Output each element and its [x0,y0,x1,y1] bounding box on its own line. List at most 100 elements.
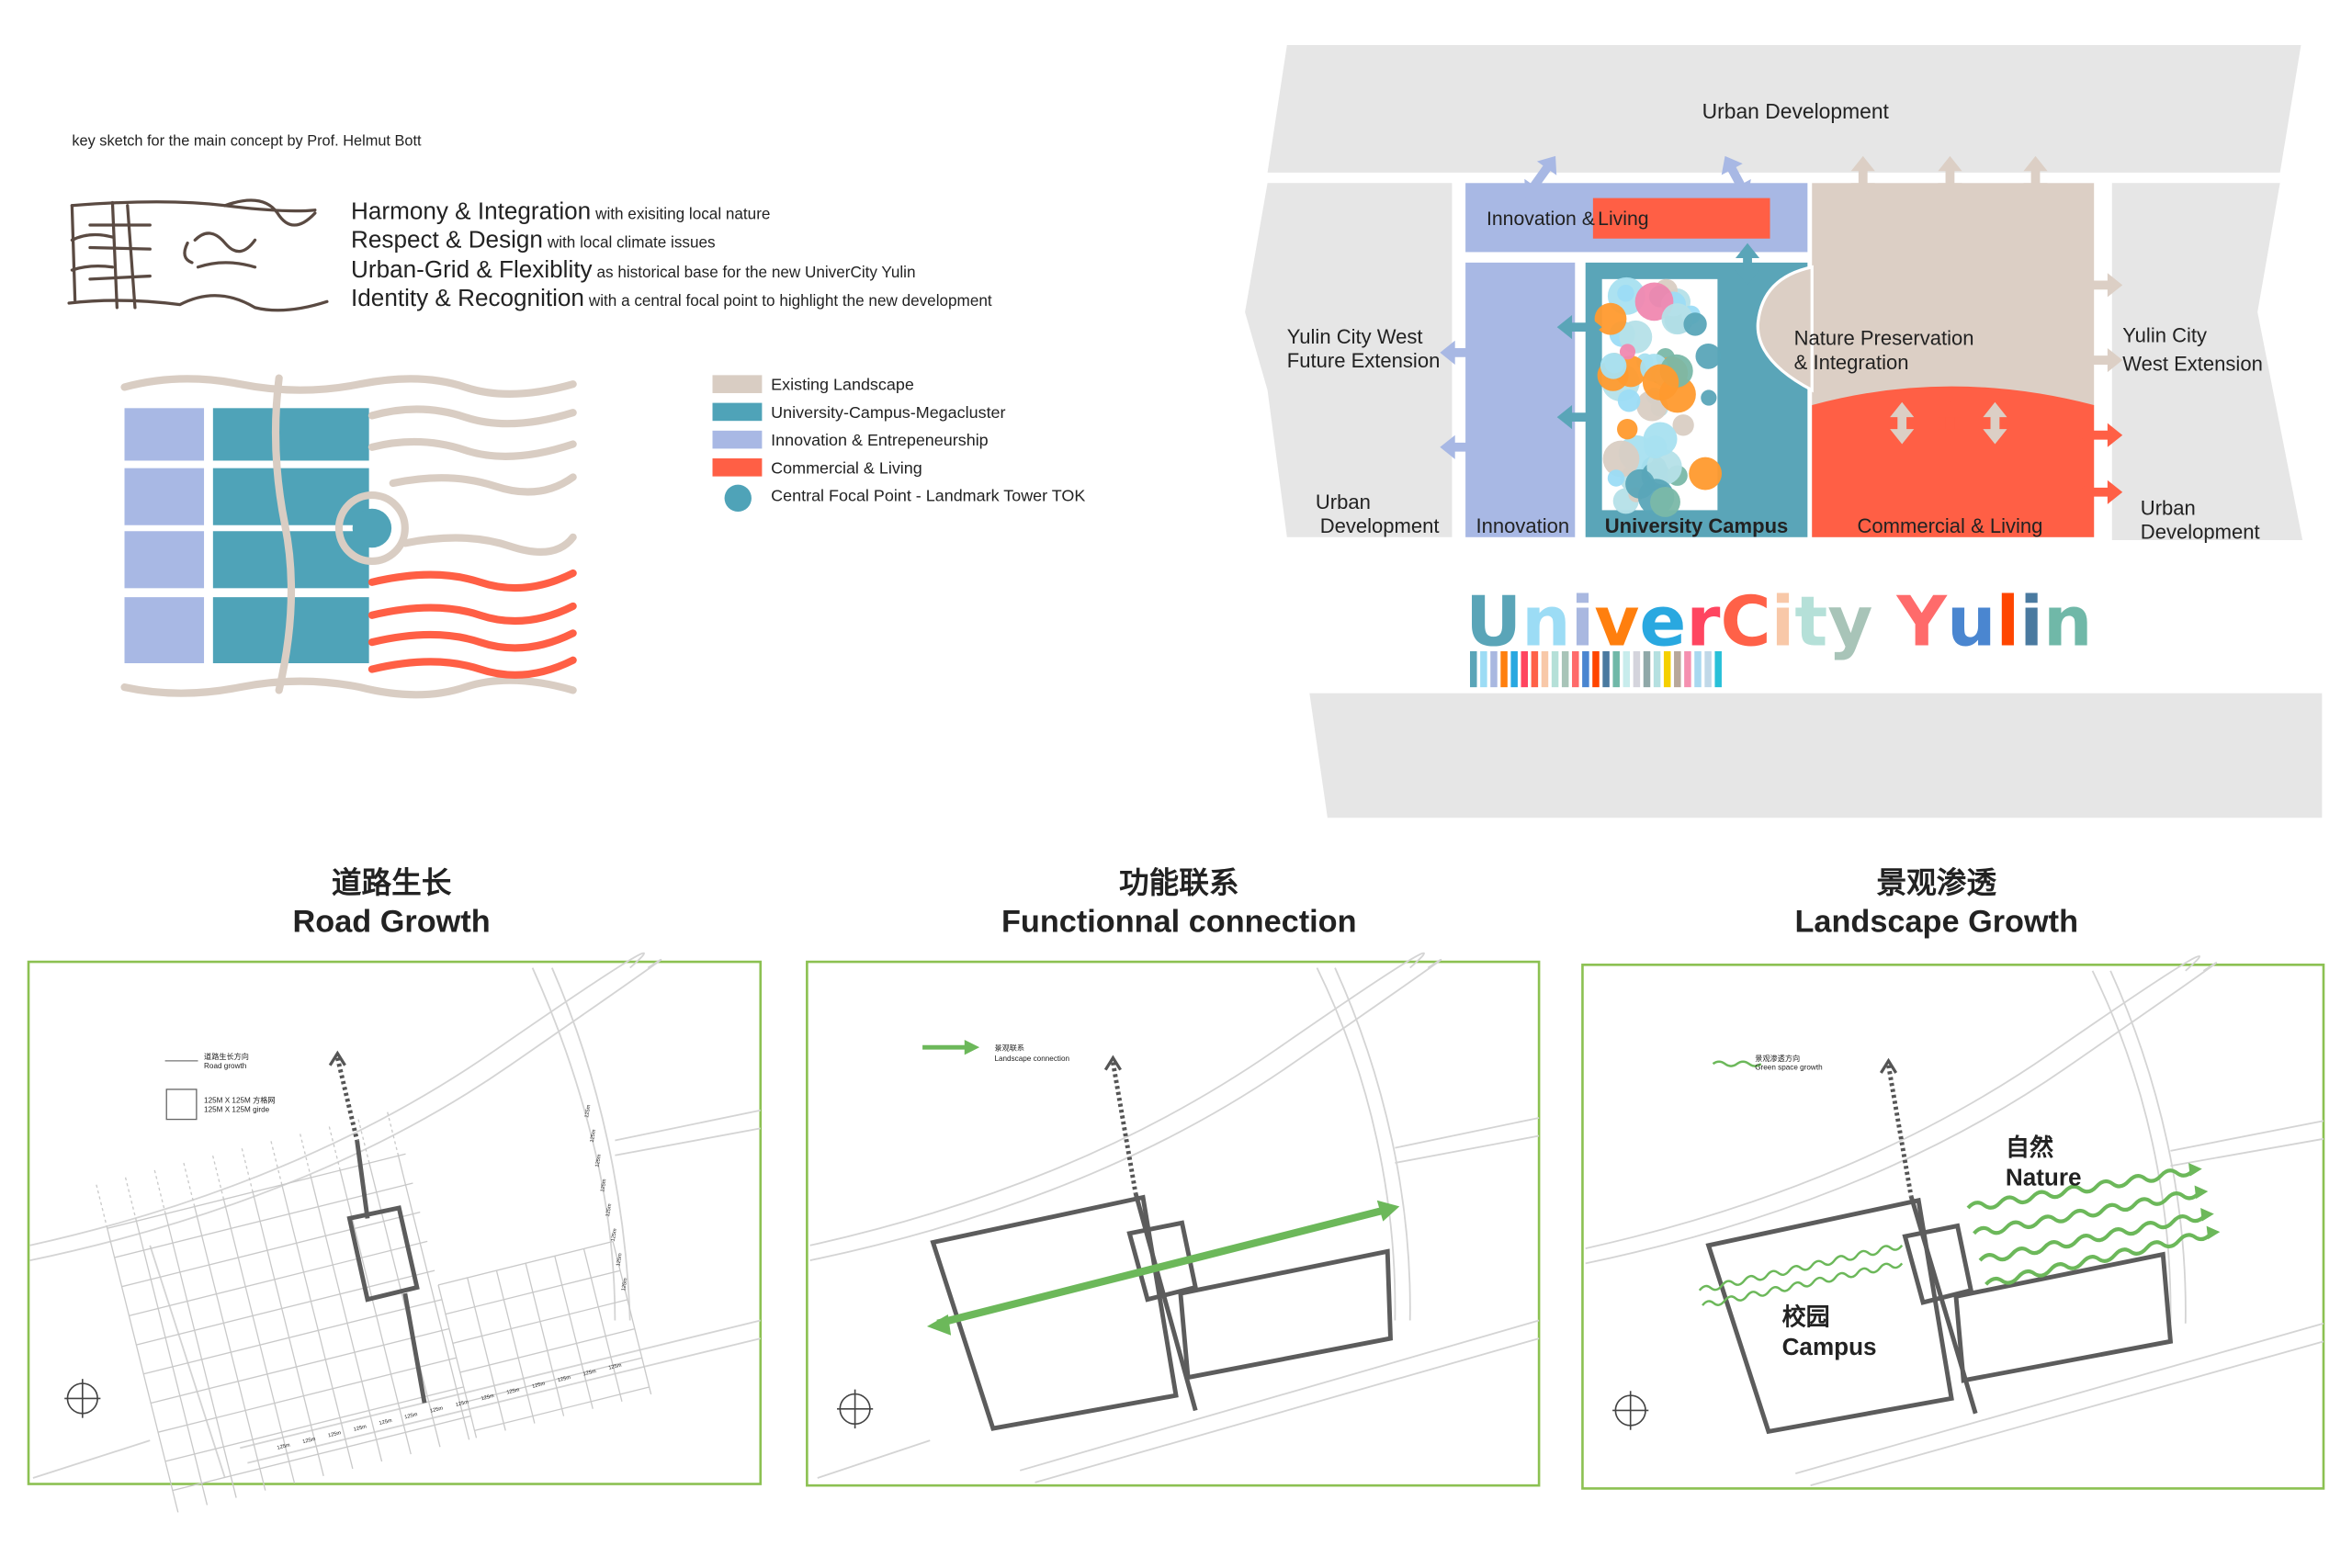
scale-label: 125m [608,1362,623,1371]
legend-item: Existing Landscape [712,375,914,394]
label-nature-1: Nature Preservation [1794,327,1974,350]
bubble [1619,344,1636,360]
double-arrow-icon [1735,243,1760,286]
legend-swatch [712,402,763,422]
hand-sketch-drawing [67,198,329,312]
barcode-bar [1572,650,1579,688]
grid-line [310,1177,383,1462]
axis-arrow-dotted [1111,1062,1138,1194]
legend-cn: 景观渗透方向 [1755,1054,1800,1063]
barcode-bar [1521,650,1529,688]
barcode-bar [1684,650,1691,688]
scale-label: 125m [594,1154,602,1168]
barcode-bar [1470,650,1477,688]
double-arrow-icon [2077,423,2123,447]
double-arrow-icon [2077,273,2123,298]
legend-label: Central Focal Point - Landmark Tower TOK [771,487,1085,505]
grid-line [172,1415,471,1492]
panel-title-en: Functionnal connection [1001,904,1357,939]
scale-label: 125m [379,1418,393,1427]
double-arrow-icon [1556,405,1602,430]
scale-label: 125m [611,1228,618,1242]
scale-label: 125m [455,1400,469,1408]
grid-line [121,1212,421,1288]
grid-line [368,1163,441,1448]
scale-label: 125m [616,1253,623,1267]
logo-letter: i [2019,581,2043,661]
legend-road-growth-en: Road growth [204,1062,246,1070]
axis-arrow-dotted [1886,1065,1914,1197]
site-roads [29,952,761,1479]
logo-letter: t [1794,581,1827,661]
bubble [1643,422,1678,457]
label-campus-cn: 校园 [1782,1303,1830,1330]
green-wave [1966,1168,2195,1210]
grid-line-dashed [211,1155,225,1200]
logo-letter: e [1639,581,1686,661]
scale-label: 125m [481,1393,495,1402]
label-urban-left-2: Development [1320,514,1440,537]
double-arrow-icon [2077,479,2123,504]
north-arrow-icon [64,1379,101,1418]
bubble [1701,389,1717,406]
legend-box-symbol [165,1089,198,1121]
grid-line [452,1299,628,1344]
double-arrow-icon [1721,155,1751,198]
scale-label: 125m [430,1405,445,1414]
panel-landscape-growth: 景观渗透 Landscape Growth 景观渗透方向 Green space… [1581,865,2325,1490]
logo-letter: v [1594,581,1639,661]
grid-line-dashed [328,1126,341,1171]
zone-commercial-living [1812,386,2095,537]
zone-urban-development-top [1267,45,2301,173]
green-wave [1984,1232,2213,1286]
label-west-future-2: Future Extension [1287,349,1441,372]
barcode-bar [1623,650,1631,688]
bubble [1602,440,1640,478]
double-arrow-icon [2023,155,2048,198]
grid-line [222,1199,296,1483]
bubble [1695,343,1722,369]
bubble [1617,389,1641,412]
scale-label: 125m [600,1179,607,1192]
scale-label: 125m [353,1424,368,1432]
grid-line [554,1256,594,1409]
legend-label: Commercial & Living [771,458,922,477]
barcode-bar [1704,650,1712,688]
scale-label: 125m [582,1369,597,1377]
scale-label: 125m [302,1437,317,1445]
legend-item: Innovation & Entrepeneurship [712,430,989,449]
grid-line [474,1386,650,1432]
label-nature-2: & Integration [1794,351,1909,374]
zone-west-future [1245,183,1453,537]
campus-bubbles [1594,276,1723,517]
grid-line-dashed [270,1141,283,1186]
zone-innovation [1465,262,1576,537]
bubble [1617,418,1638,440]
legend-wave-symbol [1712,1060,1762,1067]
label-nature-cn: 自然 [2006,1134,2053,1161]
concept-map: Urban Development Innovation &Living Yul… [1245,45,2323,818]
key-sketch-caption: key sketch for the main concept by Prof.… [72,132,422,149]
barcode-bar [1643,650,1651,688]
label-university-campus: University Campus [1605,514,1789,537]
zoning-diagram [120,374,577,699]
logo-letter: i [1771,581,1795,661]
panel-title-en: Landscape Growth [1794,904,2078,939]
campus-block [930,1194,1179,1431]
grid-line [143,1299,443,1375]
grid-line [150,1327,450,1404]
zone-west-extension [2111,183,2303,541]
legend-swatch [712,458,763,477]
legend-cn: 景观联系 [994,1043,1024,1052]
wave-arrow-head [2206,1225,2221,1240]
arrow-head [1103,1055,1122,1071]
logo-letter: u [1947,581,1996,661]
focal-block [346,1205,420,1303]
main-axis [355,1140,427,1404]
arrow-head-right [1376,1200,1400,1222]
north-arrow-icon [837,1389,874,1429]
